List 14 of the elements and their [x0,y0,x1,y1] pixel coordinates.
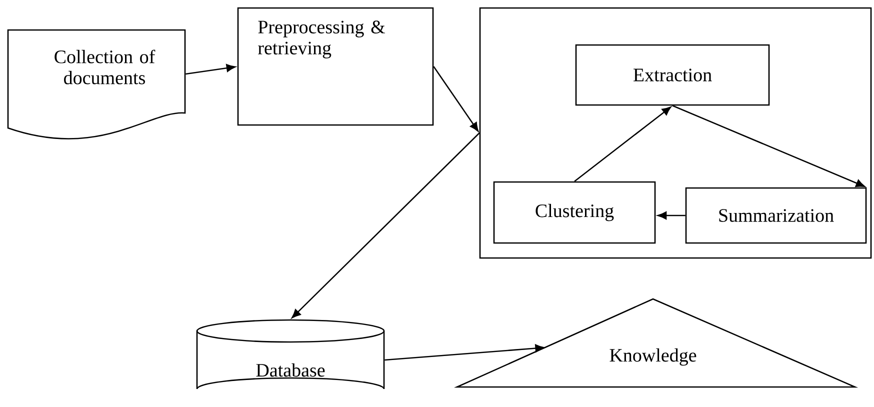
arrow [574,106,672,182]
process-box [479,7,872,259]
process-box: Summarization [685,187,867,244]
process-box: Clustering [493,181,656,244]
arrow [672,105,866,188]
database-cylinder: Database [196,319,385,390]
arrow [433,66,479,132]
process-box: Preprocessing & retrieving [237,7,434,126]
process-box: Extraction [575,44,770,106]
arrow [384,344,544,361]
arrow [292,132,480,318]
node-label: Database [256,363,325,377]
arrow [657,212,686,220]
arrow [186,64,236,75]
